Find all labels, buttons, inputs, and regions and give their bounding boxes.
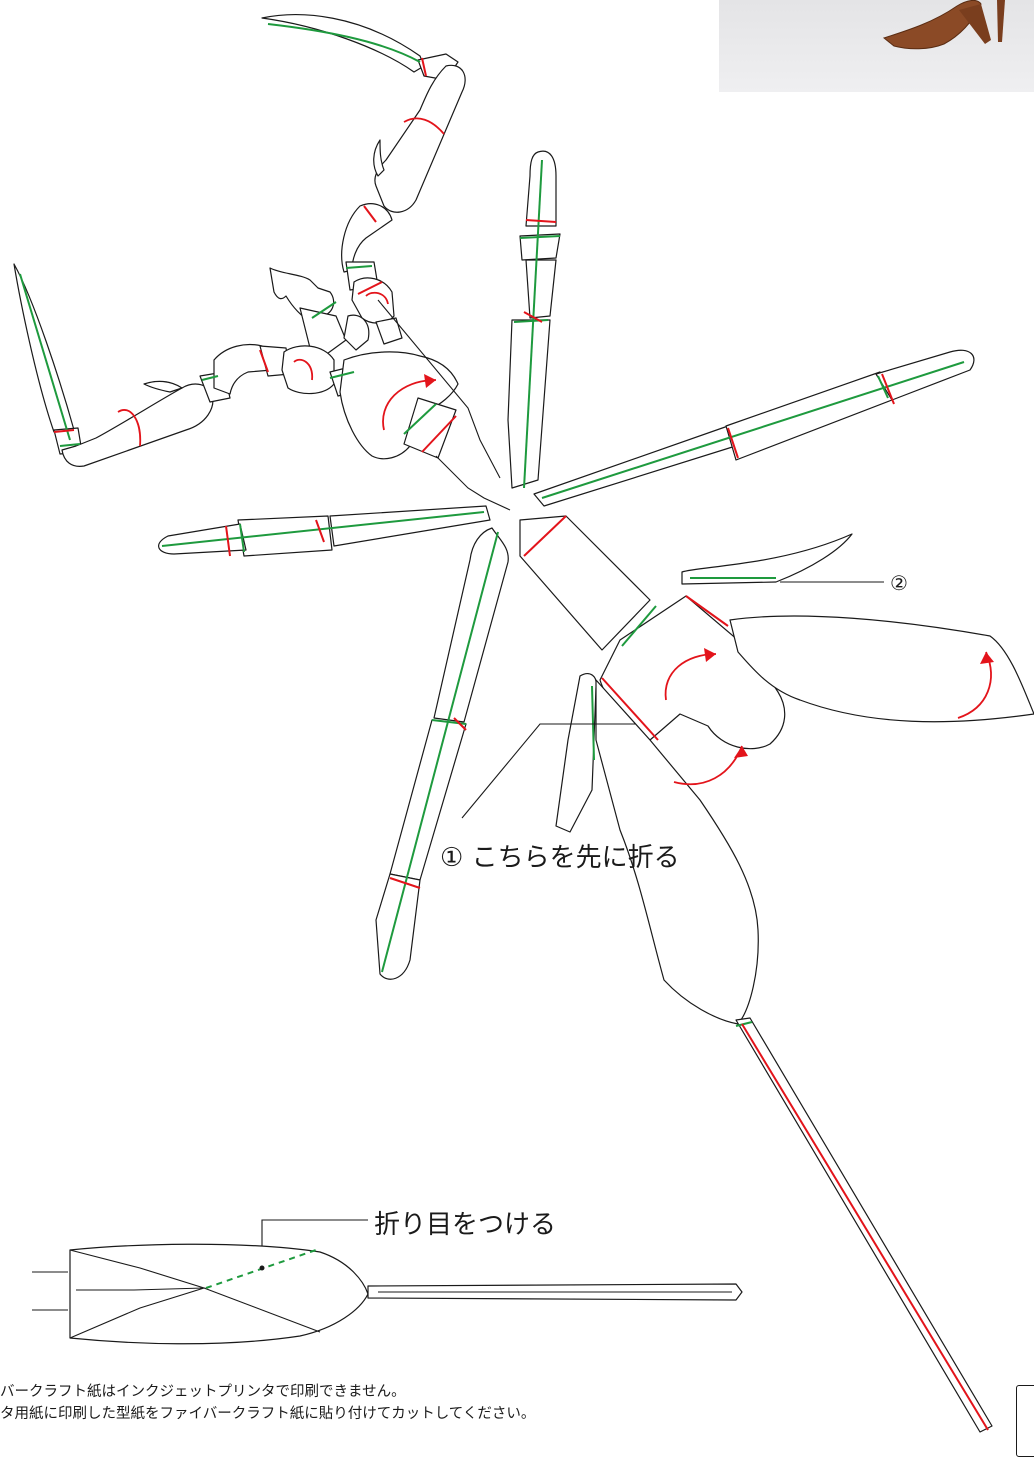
leg-left: [158, 505, 491, 557]
mountain-fold-lines: [53, 57, 989, 1431]
note-line-2: タ用紙に印刷した型紙をファイバークラフト紙に貼り付けてカットしてください。: [0, 1406, 536, 1422]
note-line-1: バークラフト紙はインクジェットプリンタで印刷できません。: [0, 1384, 406, 1400]
leg-right: [533, 349, 975, 507]
arrow-head: [424, 374, 436, 388]
corner-frame: [1016, 1385, 1034, 1457]
tail-detail-diagram: [32, 1243, 743, 1345]
rotation-arrows: [117, 117, 994, 786]
photo-insect-leg: [882, 0, 1005, 50]
step2-marker: ②: [890, 571, 908, 595]
upper-arm-part: [261, 14, 466, 357]
arrow-head: [980, 652, 994, 664]
arrow-head: [734, 746, 748, 758]
valley-fold-lines: [19, 23, 965, 1027]
notes: バークラフト紙はインクジェットプリンタで印刷できません。 タ用紙に印刷した型紙を…: [0, 1381, 1000, 1425]
leader-step1: [461, 723, 636, 819]
crease-label: 折り目をつける: [374, 1210, 556, 1240]
crease-point: [259, 1265, 265, 1271]
leg-bottom: [375, 527, 509, 980]
reference-photo: [719, 0, 1034, 92]
arrow-head: [704, 648, 716, 662]
step1-label: ① こちらを先に折る: [440, 843, 680, 873]
